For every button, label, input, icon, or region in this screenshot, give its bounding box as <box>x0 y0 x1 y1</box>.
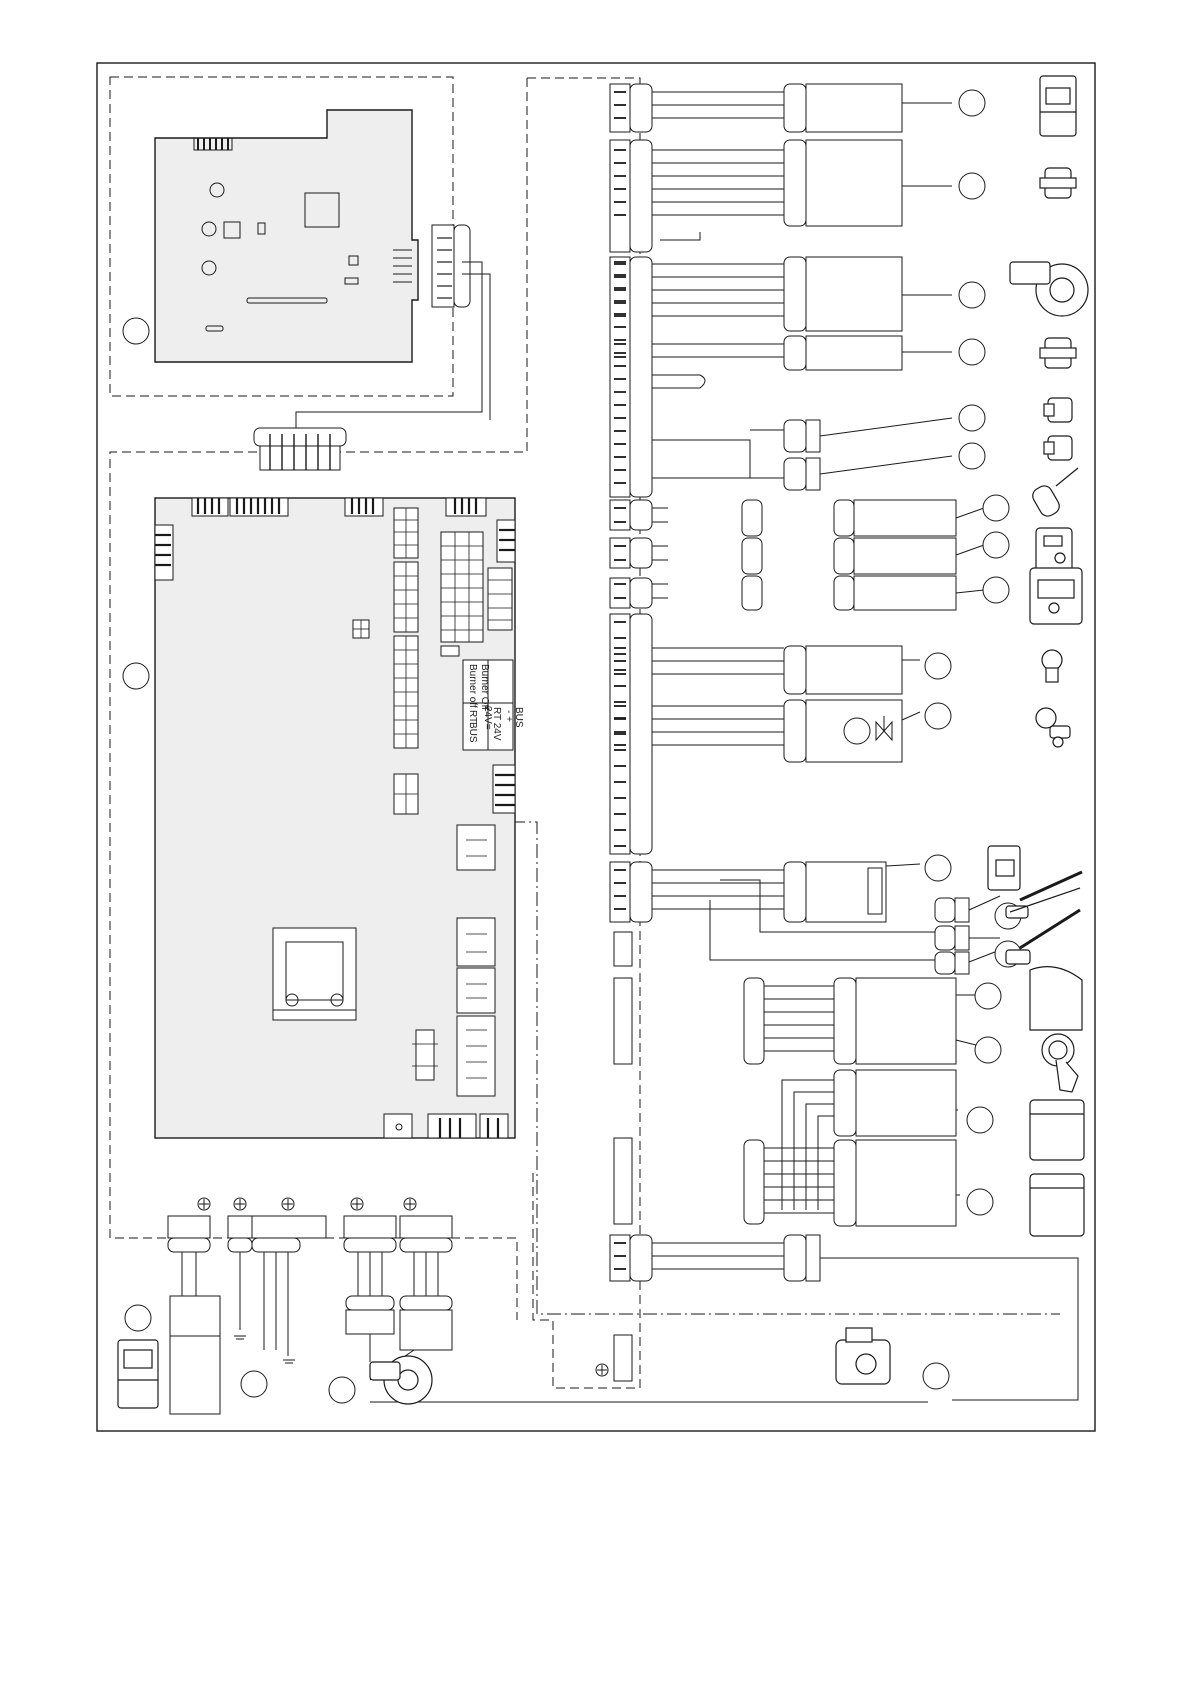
wire <box>956 1040 976 1045</box>
item-callout <box>983 532 1009 558</box>
wire <box>782 1080 834 1210</box>
fan-icon <box>370 1356 432 1404</box>
wire <box>956 508 984 518</box>
item-callout <box>925 653 951 679</box>
label-bus: BUS <box>467 722 478 743</box>
wire <box>902 712 920 720</box>
item-callout <box>925 703 951 729</box>
wire <box>956 590 984 593</box>
item-callout <box>125 1305 151 1331</box>
sensor-icon <box>1040 338 1076 368</box>
display-pcb <box>155 110 418 362</box>
wire <box>886 864 920 866</box>
remote-control-icon <box>1030 568 1082 624</box>
item-callout <box>923 1363 949 1389</box>
item-callout <box>983 495 1009 521</box>
item-callout <box>123 663 149 689</box>
item-callout <box>123 318 149 344</box>
item-callout <box>241 1371 267 1397</box>
wire <box>820 418 952 436</box>
item-callout <box>983 577 1009 603</box>
fan-icon <box>1010 262 1088 316</box>
label-burner-off-short: Burner off <box>467 664 478 708</box>
item-callout <box>925 855 951 881</box>
mains-control-unit-icon <box>118 1340 158 1408</box>
outdoor-sensor-icon <box>1030 468 1078 519</box>
item-callout <box>967 1107 993 1133</box>
item-callout <box>959 173 985 199</box>
wire <box>794 1092 834 1210</box>
wire <box>660 232 700 240</box>
label-24v: 24V= <box>482 706 493 730</box>
expansion-module-icon <box>1030 1100 1084 1160</box>
control-unit-icon <box>1040 76 1076 136</box>
gas-valve-icon <box>836 1328 890 1384</box>
ignition-unit-icon <box>988 846 1020 890</box>
wire <box>956 545 984 555</box>
item-callout <box>959 405 985 431</box>
wire <box>652 440 784 478</box>
expansion-module-icon <box>1030 1174 1084 1236</box>
item-callout <box>975 1037 1001 1063</box>
board-link-connector <box>254 428 346 470</box>
wire <box>969 896 1000 910</box>
room-thermostat-icon <box>1036 528 1072 572</box>
temperature-sensor-icon <box>1044 436 1072 460</box>
flow-sensor-icon <box>1036 708 1070 747</box>
item-callout <box>959 339 985 365</box>
temperature-sensor-icon <box>1044 398 1072 422</box>
item-callout <box>329 1377 355 1403</box>
main-pcb: Burner Off Burner off RT 24V 24V= RT BUS… <box>155 498 524 1138</box>
module-box-icon <box>1030 967 1082 1030</box>
sensor-icon <box>1040 168 1076 198</box>
label-burner-off: Burner Off <box>479 664 490 710</box>
item-callout <box>959 90 985 116</box>
pressure-sensor-icon <box>1042 650 1062 682</box>
item-callout <box>967 1189 993 1215</box>
label-plus-minus: - + <box>503 710 514 722</box>
wire <box>652 375 705 388</box>
push-button-icon <box>1042 1034 1078 1092</box>
item-callout <box>959 282 985 308</box>
item-callout <box>975 983 1001 1009</box>
wire <box>818 1116 834 1210</box>
wire <box>806 1104 834 1210</box>
wire <box>820 456 952 474</box>
item-callout <box>959 443 985 469</box>
